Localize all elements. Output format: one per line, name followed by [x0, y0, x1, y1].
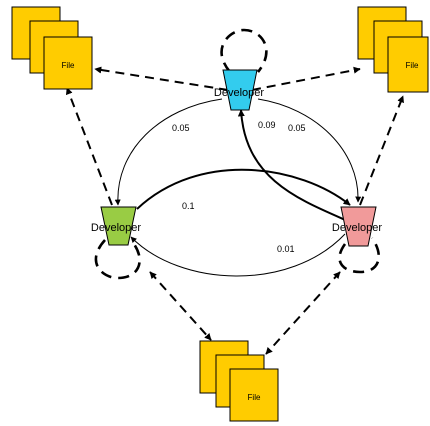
self-loop-left	[94, 239, 141, 280]
edge-right-to-top	[237, 109, 351, 223]
weight-right-left: 0.01	[277, 244, 295, 254]
edge-top-to-right	[257, 98, 362, 203]
link-top-dev-to-top-left-file	[94, 66, 229, 91]
developer-node-shape	[222, 69, 258, 111]
developer-label: Developer	[214, 87, 264, 99]
link-left-dev-to-top-left-file	[65, 87, 113, 206]
weight-left-right: 0.1	[182, 201, 195, 211]
weight-top-right: 0.05	[288, 123, 306, 133]
file-page-front	[43, 36, 93, 90]
file-page-front	[387, 36, 429, 93]
edge-weights: 0.05 0.09 0.05 0.1 0.01	[172, 120, 306, 254]
link-top-dev-to-top-right-file	[251, 66, 361, 91]
edge-right-to-left	[130, 233, 346, 277]
file-label: File	[248, 393, 261, 402]
self-loop-top	[220, 28, 268, 73]
weight-top-left: 0.05	[172, 123, 190, 133]
developer-edges	[114, 98, 362, 277]
developer-node-shape	[340, 206, 377, 247]
weight-right-top: 0.09	[258, 120, 276, 130]
edge-left-to-right	[136, 168, 351, 210]
file-label: File	[62, 61, 75, 70]
developer-right: Developer	[332, 206, 382, 247]
file-stack-top-right: File	[357, 6, 429, 93]
developer-node-shape	[100, 206, 137, 246]
developer-left: Developer	[91, 206, 141, 246]
link-left-dev-to-bottom-file	[149, 271, 212, 341]
file-label: File	[406, 61, 419, 70]
developer-label: Developer	[91, 222, 141, 234]
developer-label: Developer	[332, 222, 382, 234]
file-stack-bottom: File	[199, 340, 279, 422]
self-loop-right	[338, 237, 381, 274]
self-loops	[94, 28, 381, 280]
file-page-front	[229, 368, 279, 422]
file-links	[65, 66, 404, 355]
link-right-dev-to-bottom-file	[265, 271, 341, 355]
edge-top-to-left	[114, 98, 223, 206]
file-stack-top-left: File	[11, 6, 93, 90]
developer-top: Developer	[214, 69, 264, 111]
link-right-dev-to-top-right-file	[359, 95, 404, 206]
